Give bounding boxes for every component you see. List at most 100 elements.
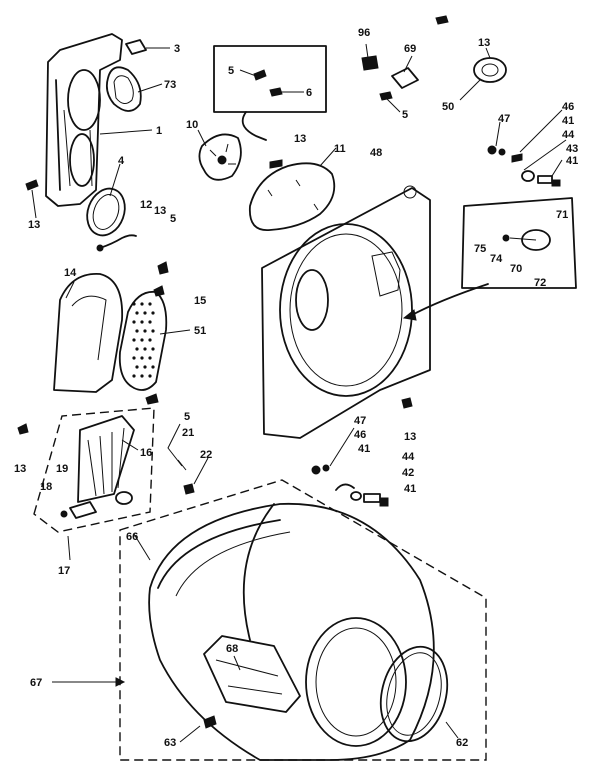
switch-part-96 <box>361 55 379 71</box>
duct-part-14 <box>53 273 123 393</box>
label-5: 5 <box>170 213 176 225</box>
lint-screen-hole <box>143 365 147 369</box>
lint-screen-hole <box>151 329 155 333</box>
label-13: 13 <box>478 37 490 49</box>
label-10: 10 <box>186 119 198 131</box>
label-21: 21 <box>182 427 194 439</box>
heater-element-part-16 <box>77 415 135 503</box>
bulkhead-part-48 <box>261 185 431 439</box>
fan-part-10 <box>198 133 242 181</box>
label-48: 48 <box>370 147 382 159</box>
lint-screen-hole <box>132 338 136 342</box>
label-75: 75 <box>474 243 486 255</box>
label-16: 16 <box>140 447 152 459</box>
label-5: 5 <box>228 65 234 77</box>
label-67: 67 <box>30 677 42 689</box>
lint-screen-hole <box>132 356 136 360</box>
lint-screen-hole <box>148 356 152 360</box>
part-labels: 3 73 1 4 13 12 13 5 5 6 10 13 11 96 69 5… <box>14 27 578 749</box>
label-96: 96 <box>358 27 370 39</box>
lint-screen-hole <box>143 347 147 351</box>
screw-part-63 <box>203 715 217 729</box>
bearing-part-50 <box>473 57 507 83</box>
screw-13-left-lower <box>17 423 29 435</box>
bracket-part-19 <box>115 491 133 505</box>
label-43: 43 <box>566 143 578 155</box>
lint-screen-hole <box>151 365 155 369</box>
hardware-21-22 <box>177 459 195 495</box>
heater-assembly-box <box>33 407 155 533</box>
label-41: 41 <box>358 443 370 455</box>
heater-inset-box-parts-70-75 <box>402 197 577 321</box>
lint-screen-hole <box>148 320 152 324</box>
lint-screen-hole <box>140 374 144 378</box>
label-17: 17 <box>58 565 70 577</box>
lint-screen-hole <box>135 311 139 315</box>
screw-5-mid <box>145 393 159 405</box>
label-63: 63 <box>164 737 176 749</box>
label-15: 15 <box>194 295 206 307</box>
label-51: 51 <box>194 325 206 337</box>
label-41: 41 <box>404 483 416 495</box>
wire-part-12 <box>96 234 137 252</box>
screw-15 <box>153 261 169 297</box>
label-50: 50 <box>442 101 454 113</box>
label-66: 66 <box>126 531 138 543</box>
label-5: 5 <box>402 109 408 121</box>
label-44: 44 <box>402 451 415 463</box>
lint-screen-hole <box>135 329 139 333</box>
label-41: 41 <box>566 155 578 167</box>
hardware-stack-right-lower <box>311 397 413 507</box>
screw-13-left-upper <box>25 179 39 191</box>
front-panel-part-1 <box>45 33 123 207</box>
ring-part-4 <box>86 187 126 237</box>
label-18: 18 <box>40 481 52 493</box>
label-69: 69 <box>404 43 416 55</box>
label-13: 13 <box>28 219 40 231</box>
label-68: 68 <box>226 643 238 655</box>
lint-screen-hole <box>132 374 136 378</box>
seal-ring-part-62 <box>379 645 449 743</box>
inset-box-parts-5-6 <box>213 45 327 141</box>
label-46: 46 <box>354 429 366 441</box>
lint-screen-hole <box>135 365 139 369</box>
bracket-part-3 <box>125 39 147 55</box>
label-1: 1 <box>156 125 162 137</box>
label-5: 5 <box>184 411 190 423</box>
label-12: 12 <box>140 199 152 211</box>
label-13: 13 <box>154 205 166 217</box>
bracket-part-69 <box>391 67 419 89</box>
lint-screen-hole <box>140 320 144 324</box>
lint-screen-hole <box>151 347 155 351</box>
lint-screen-hole <box>140 302 144 306</box>
baffle-part-68 <box>203 635 301 713</box>
screw-5-top-right <box>379 91 393 101</box>
lint-screen-hole <box>132 320 136 324</box>
lint-screen-hole <box>151 311 155 315</box>
drum-assembly-box-part-67 <box>119 479 487 761</box>
lint-screen-hole <box>140 338 144 342</box>
lint-screen-part-51 <box>118 290 168 391</box>
label-46: 46 <box>562 101 574 113</box>
lint-screen-hole <box>148 302 152 306</box>
label-47: 47 <box>354 415 366 427</box>
label-47: 47 <box>498 113 510 125</box>
label-70: 70 <box>510 263 522 275</box>
label-6: 6 <box>306 87 312 99</box>
label-13: 13 <box>14 463 26 475</box>
screw-13-top-right <box>435 15 449 25</box>
label-74: 74 <box>490 253 503 265</box>
label-19: 19 <box>56 463 68 475</box>
thermostat-part-18 <box>60 501 97 519</box>
label-73: 73 <box>164 79 176 91</box>
label-14: 14 <box>64 267 77 279</box>
lint-screen-hole <box>143 329 147 333</box>
lint-screen-hole <box>148 338 152 342</box>
label-22: 22 <box>200 449 212 461</box>
label-41: 41 <box>562 115 574 127</box>
label-13: 13 <box>294 133 306 145</box>
lint-screen-hole <box>132 302 136 306</box>
lint-screen-hole <box>140 356 144 360</box>
label-71: 71 <box>556 209 568 221</box>
